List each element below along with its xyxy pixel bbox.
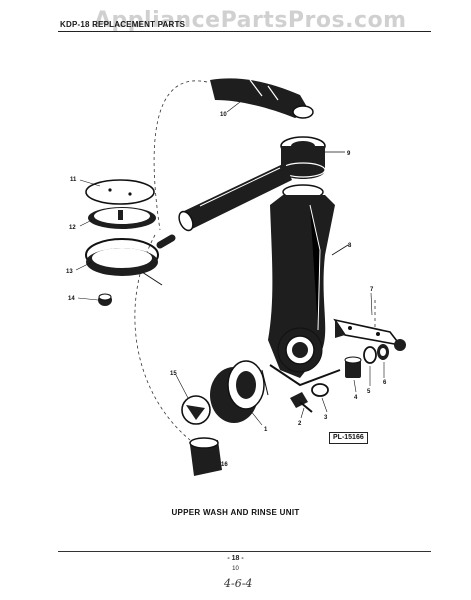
callout-16: 16: [221, 462, 228, 468]
callout-6: 6: [383, 380, 387, 386]
part-1-housing: [210, 360, 269, 423]
part-11-lid: [85, 179, 155, 205]
part-16-sleeve: [189, 437, 222, 476]
callout-7: 7: [370, 287, 374, 293]
callout-5: 5: [367, 389, 371, 395]
part-13-ring: [85, 234, 176, 286]
part-7-bracket: [333, 318, 406, 351]
part-2-screw: [290, 392, 313, 413]
diagram-caption: UPPER WASH AND RINSE UNIT: [171, 508, 300, 517]
callout-2: 2: [298, 421, 302, 427]
part-6-nut: [377, 344, 389, 360]
callout-12: 12: [69, 225, 76, 231]
callout-8: 8: [348, 243, 352, 249]
header-title: KDP-18 REPLACEMENT PARTS: [60, 20, 186, 29]
part-15-cap: [181, 395, 211, 425]
leader-lines: [134, 80, 376, 441]
handwritten-note: 4-6-4: [224, 577, 253, 590]
footer-page-number: 10: [232, 566, 239, 572]
footer-rule: [58, 551, 431, 552]
callout-13: 13: [66, 269, 73, 275]
callout-4: 4: [354, 395, 358, 401]
callout-leaders: [75, 101, 385, 426]
part-12-gasket: [88, 207, 156, 229]
plate-number: PL-15166: [329, 432, 368, 444]
callout-3: 3: [324, 415, 328, 421]
part-5-washer: [363, 346, 377, 364]
callout-11: 11: [70, 177, 77, 183]
part-8-manifold: [268, 184, 349, 387]
header-rule: [58, 31, 431, 32]
footer-dash: - 18 -: [227, 555, 244, 562]
part-3-washer: [311, 383, 329, 397]
callout-1: 1: [264, 427, 268, 433]
part-4-fitting: [344, 356, 362, 378]
part-14-plug: [98, 293, 112, 306]
callout-15: 15: [170, 371, 177, 377]
part-9-coupling: [280, 136, 345, 179]
wash-arm-pipe: [178, 163, 292, 232]
callout-10: 10: [220, 112, 227, 118]
callout-14: 14: [68, 296, 75, 302]
callout-9: 9: [347, 151, 351, 157]
watermark: AppliancePartsPros.com: [94, 8, 407, 33]
callout-numbers: 1 2 3 4 5 6 7 8 9 10 11 12 13 14 15 16: [66, 112, 387, 468]
part-10-hose: [210, 78, 314, 119]
